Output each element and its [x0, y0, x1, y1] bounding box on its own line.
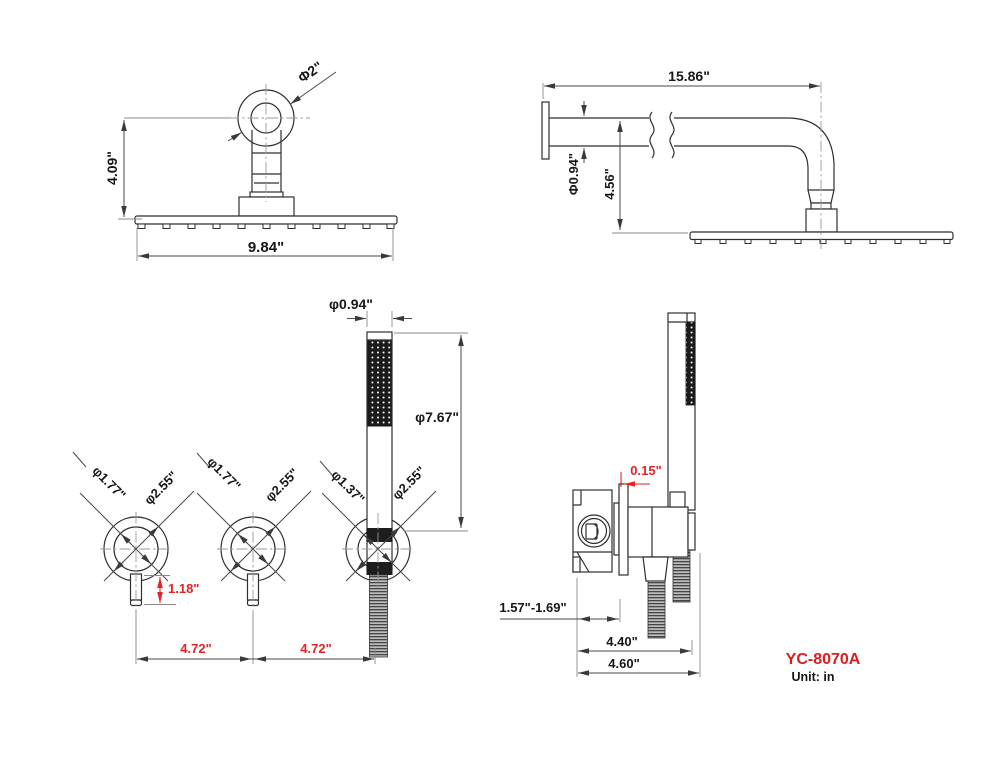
- dim-label-body-width: 4.40": [606, 634, 637, 649]
- unit-note: Unit: in: [791, 670, 834, 684]
- holder-clamp-band: [366, 528, 393, 542]
- dim-label-arm-dia: Φ0.94": [566, 153, 581, 195]
- dia-arrow: [364, 535, 375, 546]
- dim-label-width: 9.84": [248, 239, 284, 256]
- dim-label-spacing-left: 4.72": [180, 641, 211, 656]
- leader-circle-dia: [290, 71, 337, 105]
- handle-end-ring: [580, 517, 608, 545]
- shower-head-plate-side: [689, 231, 954, 241]
- handle-end-arc: [593, 523, 599, 540]
- shower-arm-column: [251, 130, 282, 192]
- dia-arrow: [141, 554, 152, 565]
- dia-arrow: [230, 561, 241, 572]
- dim-label-drop: 4.56": [602, 168, 617, 199]
- dia-arrow: [265, 526, 276, 537]
- wand-hose-thread: [672, 549, 691, 603]
- inner-plate: [613, 502, 620, 556]
- dim-label-wand-length: φ7.67": [415, 409, 459, 425]
- valve-body: [627, 506, 689, 558]
- wall-flange: [541, 101, 550, 160]
- handle-end-slot: [585, 523, 598, 540]
- dia-arrow: [113, 561, 124, 572]
- dia-arrow: [355, 561, 366, 572]
- handle-side-tab: [572, 556, 581, 573]
- dim-label-overall-width: 4.60": [608, 656, 639, 671]
- view-shower-arm-side: 15.86" Φ0.94" 4.56": [541, 68, 954, 250]
- head-connector-block: [238, 196, 295, 217]
- model-code: YC-8070A: [786, 651, 861, 668]
- dia-arrow: [390, 526, 401, 537]
- arm-flange: [249, 191, 284, 198]
- dia-arrow: [381, 552, 392, 563]
- supply-hose-thread: [647, 580, 666, 639]
- escutcheon-plate: [618, 483, 629, 576]
- break-symbol: [649, 111, 675, 159]
- head-connector-block: [805, 208, 838, 233]
- dim-label-plate-thickness: 0.15": [630, 463, 661, 478]
- view-shower-head-front: Φ2" 4.09" 9.84": [104, 58, 398, 261]
- dim-label-height: 4.09": [104, 151, 120, 185]
- handle-side-details: [573, 490, 612, 573]
- valve-right-cap: [687, 512, 696, 551]
- threaded-hose: [369, 574, 388, 658]
- dia-arrow: [120, 533, 131, 544]
- title-block: YC-8070A Unit: in: [786, 651, 861, 684]
- view-valve-side: 0.15" 1.57"-1.69" 4.40" 4.60": [499, 312, 701, 677]
- nozzle-nubs: [137, 223, 395, 229]
- spray-face: [367, 340, 392, 427]
- dim-label-lever-length: 1.18": [168, 581, 199, 596]
- dia-arrow: [148, 526, 159, 537]
- leader-circle-dia: [227, 132, 242, 142]
- arm-tube: [549, 117, 835, 190]
- nozzle-nubs: [694, 239, 951, 244]
- dia-arrow: [258, 554, 269, 565]
- hose-nut: [642, 556, 669, 582]
- dia-arrow: [237, 533, 248, 544]
- hose-nut-band: [366, 562, 393, 575]
- holder-bracket: [669, 491, 686, 508]
- shower-head-plate: [134, 215, 398, 225]
- dim-label-length: 15.86": [668, 68, 710, 84]
- dim-label-depth: 1.57"-1.69": [499, 600, 566, 615]
- dim-label-spacing-right: 4.72": [300, 641, 331, 656]
- dim-label-wand-dia: φ0.94": [329, 296, 373, 312]
- spray-face-side: [685, 321, 696, 406]
